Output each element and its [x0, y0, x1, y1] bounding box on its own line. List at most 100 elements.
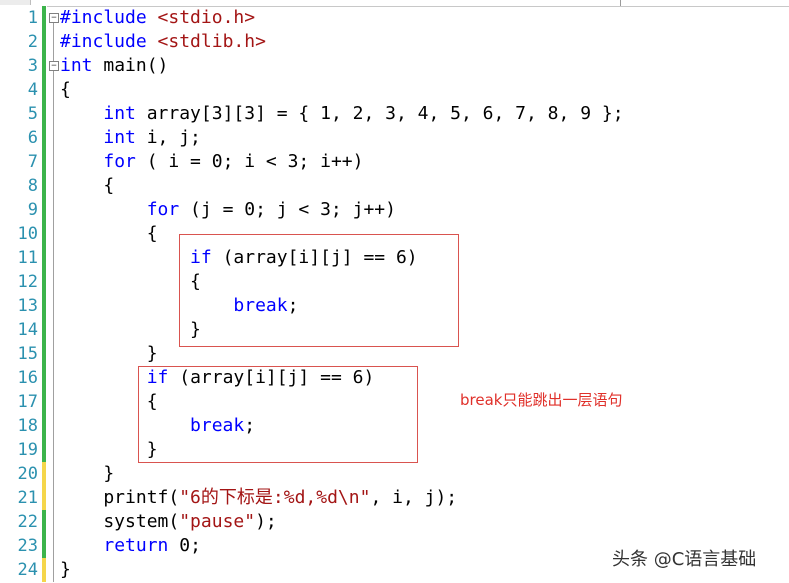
code-text: { [60, 222, 158, 246]
code-text: { [60, 270, 201, 294]
code-line[interactable]: 8 { [0, 174, 789, 198]
code-line[interactable]: 6 int i, j; [0, 126, 789, 150]
change-marker [42, 102, 46, 126]
code-token: ; [244, 415, 256, 436]
code-line[interactable]: 7 for ( i = 0; i < 3; i++) [0, 150, 789, 174]
fold-guide [53, 23, 54, 61]
line-number: 18 [17, 416, 38, 436]
code-token: printf( [60, 487, 180, 508]
code-token: { [60, 271, 201, 292]
code-line[interactable]: 22 system("pause"); [0, 510, 789, 534]
change-marker [42, 198, 46, 222]
code-line[interactable]: 2 #include <stdlib.h> [0, 30, 789, 54]
change-marker [42, 318, 46, 342]
code-line[interactable]: 16 if (array[i][j] == 6) [0, 366, 789, 390]
change-marker [42, 174, 46, 198]
line-number: 12 [17, 272, 38, 292]
keyword-token: int [103, 103, 136, 124]
code-line[interactable]: 14 } [0, 318, 789, 342]
keyword-token: int [60, 55, 93, 76]
line-number: 9 [27, 200, 38, 220]
keyword-token: int [103, 127, 136, 148]
editor-gutter [0, 6, 47, 583]
code-line[interactable]: 23 return 0; [0, 534, 789, 558]
change-marker [42, 534, 46, 558]
line-number: 11 [17, 248, 38, 268]
code-token: system( [60, 511, 180, 532]
code-text: for (j = 0; j < 3; j++) [60, 198, 396, 222]
code-line[interactable]: 1 #include <stdio.h> [0, 6, 789, 30]
line-number: 2 [27, 32, 38, 52]
line-number: 3 [27, 56, 38, 76]
code-line[interactable]: 13 break; [0, 294, 789, 318]
highlight-box-inner-if [179, 234, 459, 347]
code-token: { [60, 79, 71, 100]
line-number: 1 [27, 8, 38, 28]
code-token [60, 151, 103, 172]
keyword-token: if [190, 247, 212, 268]
change-marker [42, 246, 46, 270]
string-token: <stdlib.h> [157, 31, 266, 52]
fold-toggle-icon[interactable]: − [49, 61, 59, 71]
code-text: } [60, 318, 201, 342]
change-marker [42, 510, 46, 534]
code-line[interactable]: 15 } [0, 342, 789, 366]
code-text: printf("6的下标是:%d,%d\n", i, j); [60, 486, 457, 510]
code-line[interactable]: 18 break; [0, 414, 789, 438]
fold-toggle-icon[interactable]: − [49, 13, 59, 23]
code-text: int main() [60, 54, 168, 78]
code-line[interactable]: 21 printf("6的下标是:%d,%d\n", i, j); [0, 486, 789, 510]
keyword-token: #include [60, 31, 147, 52]
code-token [60, 535, 103, 556]
line-number: 24 [17, 560, 38, 580]
code-line[interactable]: 17 { [0, 390, 789, 414]
code-token [60, 367, 147, 388]
code-token: ( i = 0; i < 3; i++) [135, 151, 364, 172]
line-number: 13 [17, 296, 38, 316]
code-token: main() [92, 55, 169, 76]
code-text: system("pause"); [60, 510, 277, 534]
code-text: #include <stdlib.h> [60, 30, 266, 54]
watermark: 头条 @C语言基础 [612, 549, 757, 570]
code-line[interactable]: 9 for (j = 0; j < 3; j++) [0, 198, 789, 222]
code-line[interactable]: 11 if (array[i][j] == 6) [0, 246, 789, 270]
change-marker [42, 438, 46, 462]
code-line[interactable]: 24} [0, 558, 789, 582]
highlight-box-outer-if [138, 366, 418, 463]
change-marker [42, 270, 46, 294]
code-token: } [60, 559, 71, 580]
line-number: 5 [27, 104, 38, 124]
code-token: { [60, 223, 158, 244]
line-number: 7 [27, 152, 38, 172]
code-text: #include <stdio.h> [60, 6, 255, 30]
code-text: return 0; [60, 534, 201, 558]
code-text: int i, j; [60, 126, 201, 150]
keyword-token: #include [60, 7, 147, 28]
keyword-token: break [233, 295, 288, 316]
keyword-token: for [146, 199, 180, 220]
editor-tab-strip [0, 0, 789, 7]
line-number: 15 [17, 344, 38, 364]
code-line[interactable]: 12 { [0, 270, 789, 294]
code-token: } [60, 463, 115, 484]
string-token: "pause" [179, 511, 256, 532]
code-line[interactable]: 19 } [0, 438, 789, 462]
code-text: break; [60, 414, 255, 438]
tab-fragment[interactable] [0, 0, 31, 5]
code-token: ; [287, 295, 299, 316]
code-text: for ( i = 0; i < 3; i++) [60, 150, 363, 174]
code-line[interactable]: 4{ [0, 78, 789, 102]
code-token: , i, j); [370, 487, 458, 508]
code-line[interactable]: 3 int main() [0, 54, 789, 78]
code-line[interactable]: 10 { [0, 222, 789, 246]
keyword-token: return [103, 535, 169, 556]
code-line[interactable]: 5 int array[3][3] = { 1, 2, 3, 4, 5, 6, … [0, 102, 789, 126]
code-line[interactable]: 20 } [0, 462, 789, 486]
code-token: } [60, 319, 201, 340]
tab-divider [620, 0, 621, 6]
line-number: 23 [17, 536, 38, 556]
code-token [60, 199, 147, 220]
code-token [60, 103, 103, 124]
code-token: ); [255, 511, 277, 532]
change-marker [42, 366, 46, 390]
